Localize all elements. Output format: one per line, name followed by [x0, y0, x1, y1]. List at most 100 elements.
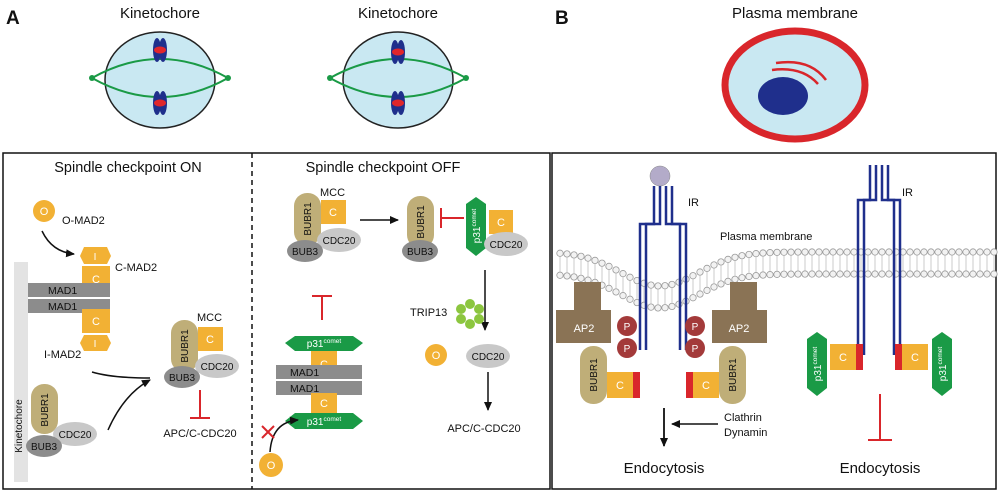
i-mad2-body — [82, 309, 110, 333]
bubr1-released-label: BUBR1 — [416, 205, 427, 239]
bub3-kinetochore — [26, 435, 62, 457]
ir-tail-p31-left — [856, 344, 863, 370]
mad1-off-label-2: MAD1 — [290, 383, 319, 395]
c-b-left — [607, 372, 633, 398]
cell-1-pole-left — [89, 75, 95, 81]
lipid-head — [766, 271, 774, 279]
top-cap-letter: I — [94, 252, 97, 263]
lipid-head — [843, 270, 851, 278]
lipid-head — [654, 304, 662, 312]
i-mad2-c-letter: C — [92, 316, 100, 328]
ir-label-left: IR — [688, 197, 699, 209]
mcc-label-off: MCC — [320, 187, 345, 199]
lipid-head — [990, 248, 998, 256]
panel-a-frame — [2, 152, 551, 490]
c-mcc-off-letter: C — [329, 207, 337, 219]
spindle-off-title: Spindle checkpoint OFF — [306, 160, 461, 176]
lipid-head — [605, 262, 613, 270]
p31-top — [285, 336, 363, 351]
dynamin-label: Dynamin — [724, 427, 767, 439]
c-b-right-letter: C — [702, 380, 710, 392]
lipid-head — [745, 250, 753, 259]
cell-2-pole-right — [463, 75, 469, 81]
lipid-head — [864, 248, 872, 256]
bubr1-b-right — [719, 346, 746, 404]
c-p31-left-letter: C — [839, 352, 847, 364]
lipid-head — [577, 252, 585, 260]
cell-1-chromosome-top — [153, 38, 167, 62]
lipid-head — [815, 270, 823, 278]
cell-1-title: Kinetochore — [120, 5, 200, 22]
cdc20-mcc-off — [317, 228, 361, 252]
lipid-head — [829, 248, 837, 256]
trip13-label: TRIP13 — [410, 307, 447, 319]
lipid-head — [976, 248, 984, 256]
spindle-checkpoint-on: Spindle checkpoint ON O O-MAD2 Kinetocho… — [14, 160, 239, 482]
o-mad2-blocked — [259, 453, 283, 477]
lipid-head — [752, 272, 760, 280]
lipid-head — [801, 248, 809, 256]
lipid-head — [878, 270, 886, 278]
lipid-head — [927, 270, 935, 278]
lipid-head — [654, 282, 662, 290]
cell-2-pole-left — [327, 75, 333, 81]
c-b-left-letter: C — [616, 380, 624, 392]
phospho-site-4-letter: P — [692, 344, 699, 355]
lipid-head — [934, 248, 942, 256]
lipid-head — [983, 270, 991, 278]
lipid-head — [612, 288, 620, 296]
phospho-site-1-letter: P — [624, 322, 631, 333]
lipid-head — [668, 280, 676, 289]
lipid-head — [584, 254, 592, 262]
lipid-head — [885, 270, 893, 278]
lipid-head — [836, 270, 844, 278]
o-mad2-arrow — [41, 230, 75, 258]
apc-label-on: APC/C-CDC20 — [163, 428, 236, 440]
phospho-site-4 — [685, 338, 705, 358]
lipid-head — [871, 270, 879, 278]
c-p31-left — [830, 344, 856, 370]
mcc-label-on: MCC — [197, 312, 222, 324]
cell-1-chromosome-bottom — [153, 91, 167, 115]
c-mad2-top-cap — [80, 247, 111, 264]
ap2-left-label: AP2 — [574, 323, 595, 335]
c-off-lower-letter: C — [320, 398, 328, 410]
lipid-head — [570, 251, 578, 259]
mad1-off-bar-2 — [276, 381, 362, 395]
c-mad2-top-letter: C — [92, 274, 100, 286]
p31-bottom — [285, 413, 363, 429]
lipid-head — [871, 248, 879, 256]
converge-arrow-bottom — [107, 379, 151, 431]
lipid-head — [780, 248, 788, 256]
p31-vertical — [466, 197, 486, 256]
lipid-head — [864, 270, 872, 278]
lipid-head — [626, 273, 634, 281]
bubr1-kinetochore-label: BUBR1 — [40, 393, 51, 427]
lipid-head — [619, 292, 627, 300]
bub3-kinetochore-label: BUB3 — [31, 442, 58, 453]
lipid-head — [906, 248, 914, 256]
lipid-head — [878, 248, 886, 256]
lipid-head — [787, 248, 795, 256]
i-mad2-label: I-MAD2 — [44, 349, 81, 361]
lipid-head — [556, 249, 564, 257]
bubr1-kinetochore — [31, 384, 58, 434]
lipid-head — [759, 271, 767, 279]
lipid-head — [983, 248, 991, 256]
spindle-on-title: Spindle checkpoint ON — [54, 160, 202, 176]
ir-tail-right — [686, 372, 693, 398]
lipid-head — [661, 282, 669, 290]
c-mcc-on — [198, 327, 223, 351]
lipid-head — [955, 248, 963, 256]
lipid-head — [822, 248, 830, 256]
p31-bottom-label: p31comet — [307, 416, 342, 428]
bub3-mcc-off — [287, 240, 323, 262]
lipid-head — [913, 248, 921, 256]
cdc20-kinetochore — [53, 422, 97, 446]
lipid-head — [598, 259, 606, 267]
ap2-right — [712, 282, 767, 343]
c-b-right — [693, 372, 719, 398]
bubr1-b-right-label: BUBR1 — [728, 358, 739, 392]
cell-2-body — [342, 31, 454, 129]
lipid-head — [710, 261, 718, 269]
